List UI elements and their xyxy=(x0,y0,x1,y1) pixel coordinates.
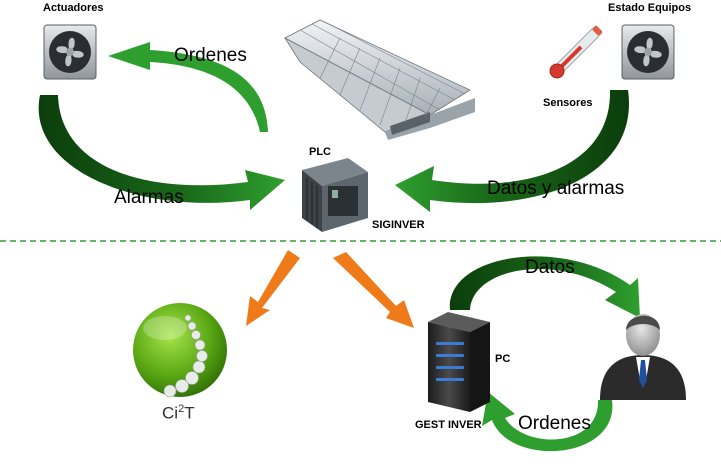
data-label: Datos xyxy=(525,257,575,278)
ci2t-label: Ci2T xyxy=(162,403,195,424)
server-icon xyxy=(428,312,490,412)
gestinver-label: GEST INVER xyxy=(415,419,482,431)
orders-top-label: Ordenes xyxy=(174,45,247,66)
alarms-arrow xyxy=(38,95,285,210)
ci2t-tail: T xyxy=(184,403,195,423)
orange-arrow-right xyxy=(333,252,414,328)
equipment-status-label: Estado Equipos xyxy=(608,2,692,14)
fan-icon xyxy=(621,24,675,80)
pc-label: PC xyxy=(495,353,511,365)
data-alarms-arrow xyxy=(395,90,629,212)
user-icon xyxy=(600,314,686,400)
data-alarms-label: Datos y alarmas xyxy=(487,178,625,199)
plc-cabinet-icon xyxy=(302,158,368,232)
orange-arrow-left xyxy=(246,250,300,326)
fan-icon xyxy=(43,24,97,80)
orders-arrow-bottom xyxy=(482,392,613,452)
ci2t-sup: 2 xyxy=(178,403,185,415)
ci2t-base: Ci xyxy=(162,403,179,423)
orders-bottom-label: Ordenes xyxy=(518,413,591,434)
greenhouse-icon xyxy=(283,19,475,140)
sensors-label: Sensores xyxy=(543,97,593,109)
thermometer-icon xyxy=(549,25,603,79)
alarms-label: Alarmas xyxy=(114,187,184,208)
data-arrow xyxy=(449,256,640,318)
ci2t-logo xyxy=(133,303,227,398)
actuators-label: Actuadores xyxy=(43,2,104,14)
orders-arrow-top xyxy=(108,42,268,132)
siginver-label: SIGINVER xyxy=(372,219,425,231)
plc-label: PLC xyxy=(309,146,331,158)
